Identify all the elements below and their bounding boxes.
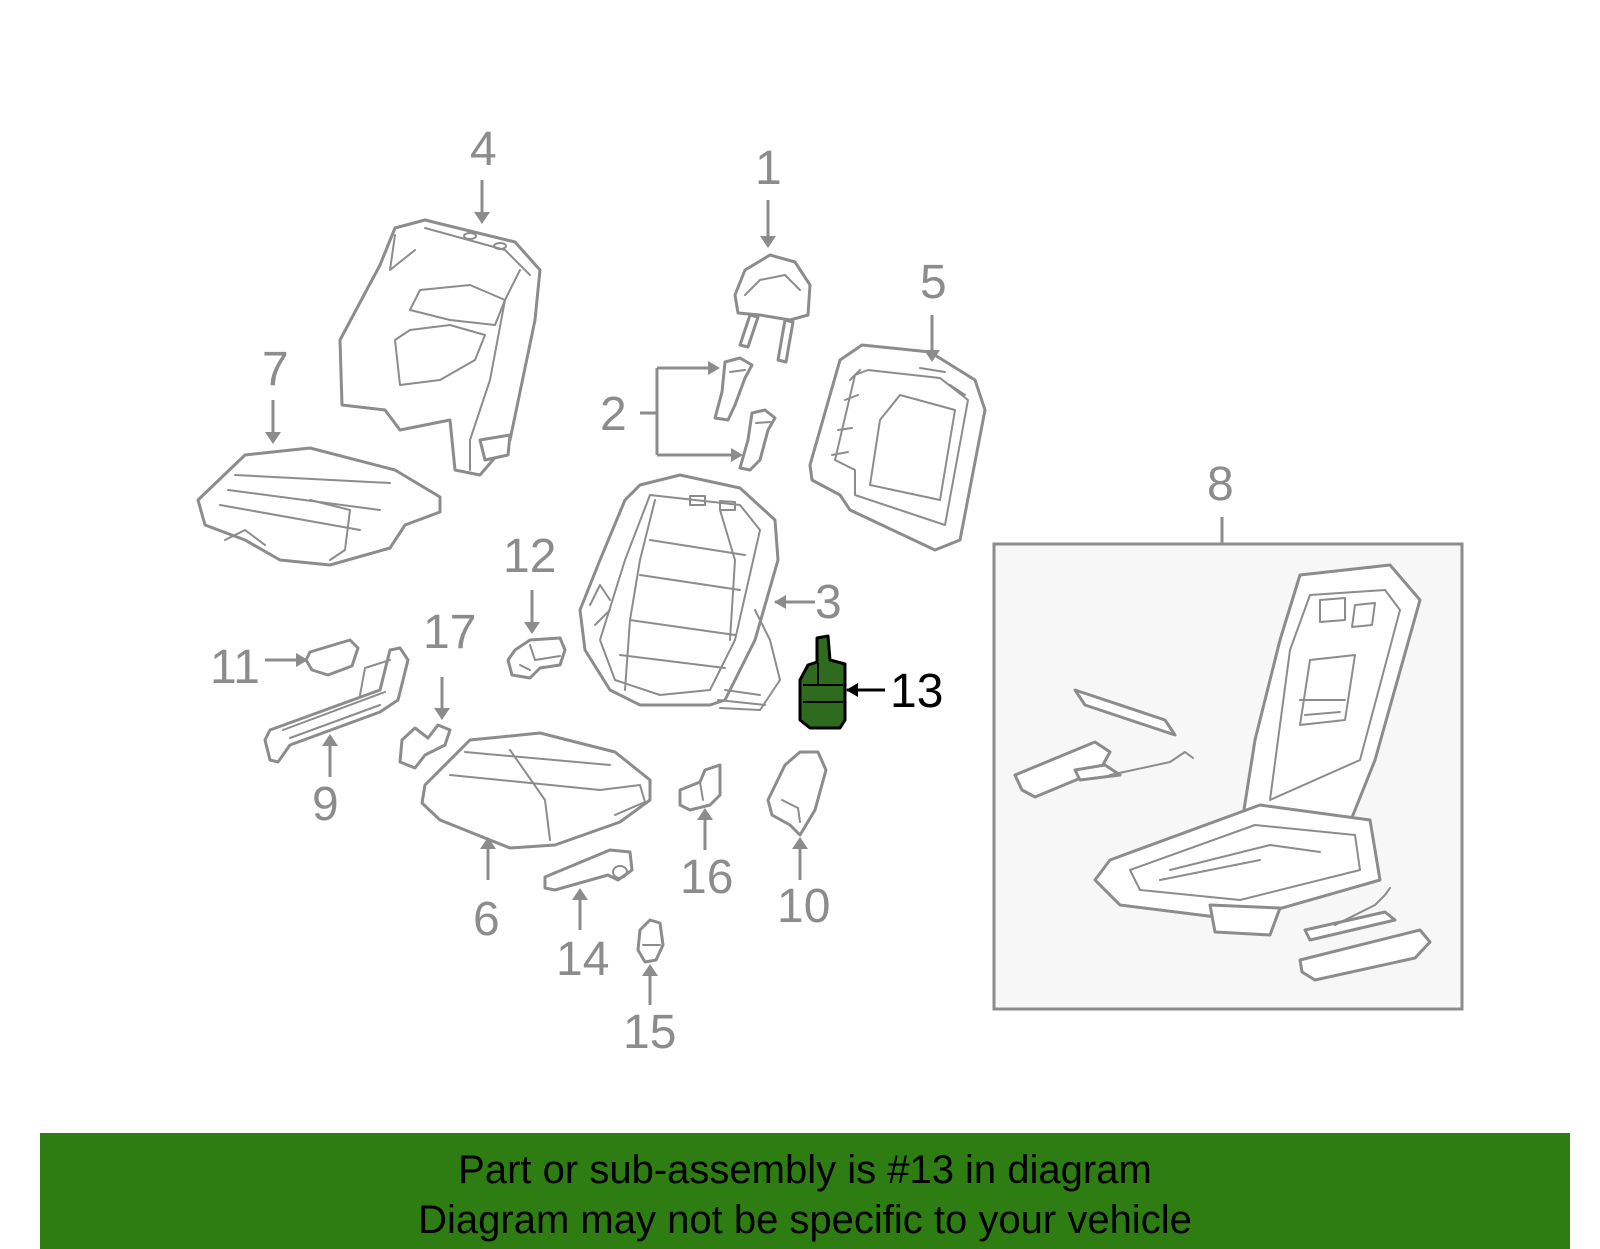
part-11-arrowhead [296, 653, 308, 667]
part-9-side-trim [263, 646, 410, 764]
part-12-part [506, 636, 567, 680]
part-4-seat-back-cover [338, 218, 542, 477]
part-15-arrowhead [642, 964, 658, 976]
part-17-bracket [398, 723, 452, 770]
part-13-highlighted [798, 634, 847, 730]
callout-5: 5 [920, 256, 947, 309]
part-7-seat-cushion-cover [196, 446, 442, 567]
part-6-seat-cushion [420, 731, 652, 850]
part-5-seat-back-pad [808, 343, 987, 552]
callout-2: 2 [600, 388, 627, 441]
part-8-inset [992, 517, 1464, 1011]
part-10-arrowhead [792, 837, 808, 849]
callout-1: 1 [755, 142, 782, 195]
part-16-arrowhead [697, 808, 713, 820]
part-1-arrowhead [760, 236, 776, 248]
part-2-headrest-guides [640, 356, 777, 472]
part-1-headrest [733, 253, 812, 364]
part-7-arrowhead [265, 432, 281, 444]
part-11-part [304, 638, 360, 677]
part-5-arrowhead [924, 350, 940, 362]
part-9-arrowhead [322, 734, 338, 746]
callout-16: 16 [680, 851, 733, 904]
part-15-knob [636, 918, 665, 964]
part-3-arrowhead [774, 595, 786, 609]
callout-6: 6 [473, 893, 500, 946]
part-3-seat-back [578, 473, 781, 711]
part-6-arrowhead [480, 837, 496, 849]
part-4-arrowhead [474, 212, 490, 224]
callout-7: 7 [262, 343, 289, 396]
callout-17: 17 [423, 606, 476, 659]
part-13-arrowhead [846, 683, 858, 697]
callout-14: 14 [556, 933, 609, 986]
callout-12: 12 [503, 530, 556, 583]
callout-15: 15 [623, 1006, 676, 1059]
callout-3: 3 [815, 576, 842, 629]
part-16-bracket [678, 763, 722, 812]
callout-10: 10 [777, 880, 830, 933]
callout-11: 11 [210, 641, 260, 694]
banner-line-part: Part or sub-assembly is #13 in diagram [458, 1148, 1152, 1192]
part-14-handle [543, 848, 634, 892]
part-17-arrowhead [434, 708, 450, 720]
part-14-arrowhead [572, 888, 588, 900]
info-banner: Part or sub-assembly is #13 in diagram D… [40, 1133, 1570, 1249]
callout-4: 4 [470, 123, 497, 176]
part-10-side-cover [766, 750, 828, 837]
callout-9: 9 [312, 778, 339, 831]
part-12-arrowhead [524, 622, 540, 634]
banner-line-disclaimer: Diagram may not be specific to your vehi… [418, 1198, 1192, 1242]
callout-13: 13 [890, 665, 943, 718]
callout-8: 8 [1207, 458, 1234, 511]
